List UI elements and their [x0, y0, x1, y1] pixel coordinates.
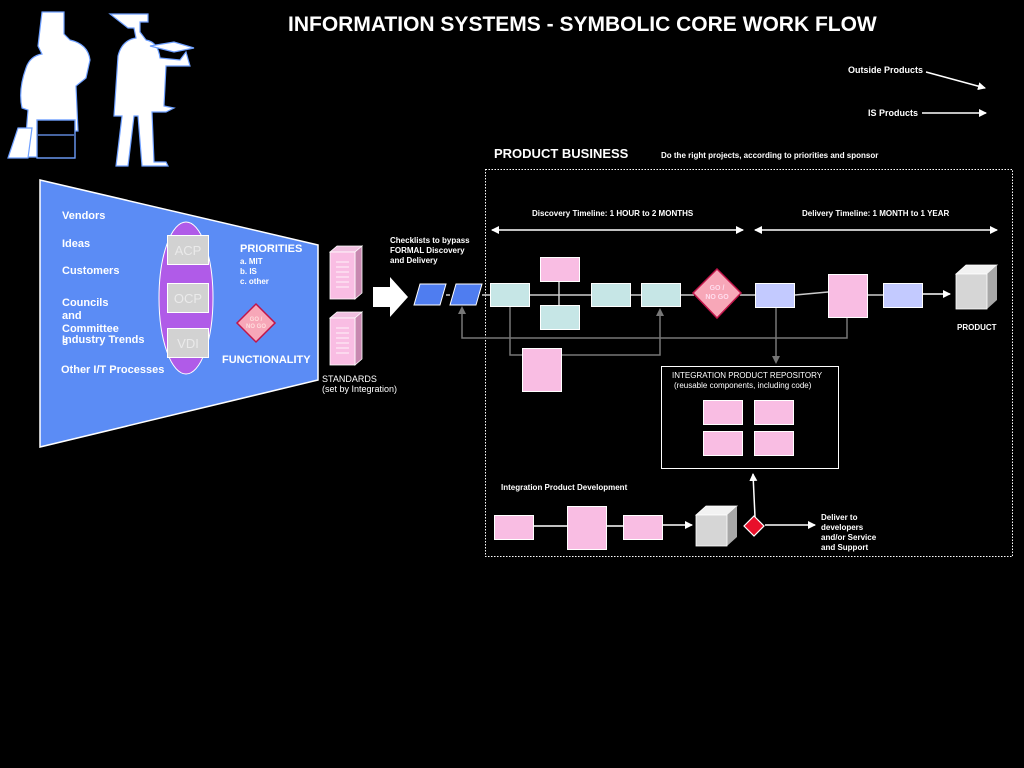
input-other-processes: Other I/T Processes	[61, 364, 165, 376]
integration-dev-step-2	[567, 506, 607, 550]
integration-dev-step-3	[623, 515, 663, 540]
big-flow-arrow	[373, 277, 408, 317]
repository-title: INTEGRATION PRODUCT REPOSITORY	[672, 371, 823, 380]
checklist-parallelogram-1	[413, 283, 447, 306]
priorities-title: PRIORITIES	[240, 243, 303, 255]
deliver-line1: Deliver to	[821, 513, 858, 522]
priority-is: b. IS	[240, 267, 257, 276]
deliver-line2: developers	[821, 523, 864, 532]
integration-dev-step-1	[494, 515, 534, 540]
discovery-step-2b	[540, 305, 580, 330]
repository-subtitle: (reusable components, including code)	[674, 381, 812, 390]
integration-build-cube-icon	[694, 505, 739, 547]
product-business-frame	[485, 169, 1013, 557]
product-business-subtitle: Do the right projects, according to prio…	[661, 151, 879, 160]
input-customers: Customers	[62, 265, 120, 277]
checklists-line1: Checklists to bypass	[390, 236, 470, 245]
input-vendors: Vendors	[62, 210, 106, 222]
discovery-side-step	[522, 348, 562, 392]
deliver-line4: and Support	[821, 543, 869, 552]
standards-server-2	[328, 311, 364, 366]
input-councils: Councils and Committee s	[62, 297, 119, 348]
delivery-timeline-label: Delivery Timeline: 1 MONTH to 1 YEAR	[802, 209, 950, 218]
repository-component-4	[754, 431, 794, 456]
standards-label: STANDARDS	[322, 374, 377, 384]
delivery-step-1	[755, 283, 795, 308]
filter-ocp: OCP	[167, 283, 209, 313]
deliver-line3: and/or Service	[821, 533, 877, 542]
delivery-decision-diamond	[743, 515, 765, 537]
delivery-step-3	[883, 283, 923, 308]
discovery-go-no-go-diamond	[691, 267, 743, 320]
repository-component-1	[703, 400, 743, 425]
outside-products-arrow	[925, 71, 986, 91]
filter-vdi: VDI	[167, 328, 209, 358]
repository-component-3	[703, 431, 743, 456]
functionality-label: FUNCTIONALITY	[222, 354, 311, 366]
integration-dev-title: Integration Product Development	[501, 483, 628, 492]
standards-server-1	[328, 245, 364, 300]
priority-mit: a. MIT	[240, 257, 263, 266]
funnel-go-no-go-label: GO / NO GO	[245, 317, 266, 330]
discovery-step-3	[591, 283, 631, 307]
delivery-step-2	[828, 274, 868, 318]
legend-outside-products: Outside Products	[848, 65, 924, 75]
integration-product-repository	[661, 366, 839, 469]
input-ideas: Ideas	[62, 238, 91, 250]
standards-sublabel: (set by Integration)	[322, 384, 398, 394]
legend-is-products: IS Products	[868, 108, 919, 118]
checklists-line3: and Delivery	[390, 256, 438, 265]
funnel-go-no-go-diamond	[235, 302, 277, 344]
product-label: PRODUCT	[957, 323, 997, 332]
repository-component-2	[754, 400, 794, 425]
checklists-line2: FORMAL Discovery	[390, 246, 465, 255]
checklist-parallelogram-2	[449, 283, 483, 306]
filter-acp: ACP	[167, 235, 209, 265]
product-cube-icon	[954, 264, 999, 310]
product-business-title: PRODUCT BUSINESS	[494, 146, 629, 161]
figures-illustration	[7, 11, 195, 167]
priority-other: c. other	[240, 277, 269, 286]
discovery-go-no-go-label: GO / NO GO	[705, 285, 729, 301]
discovery-step-1	[490, 283, 530, 307]
discovery-timeline-label: Discovery Timeline: 1 HOUR to 2 MONTHS	[532, 209, 694, 218]
page-title: INFORMATION SYSTEMS - SYMBOLIC CORE WORK…	[288, 13, 877, 36]
input-industry-trends: Industry Trends	[62, 334, 145, 346]
discovery-step-4	[641, 283, 681, 307]
discovery-step-2a	[540, 257, 580, 282]
